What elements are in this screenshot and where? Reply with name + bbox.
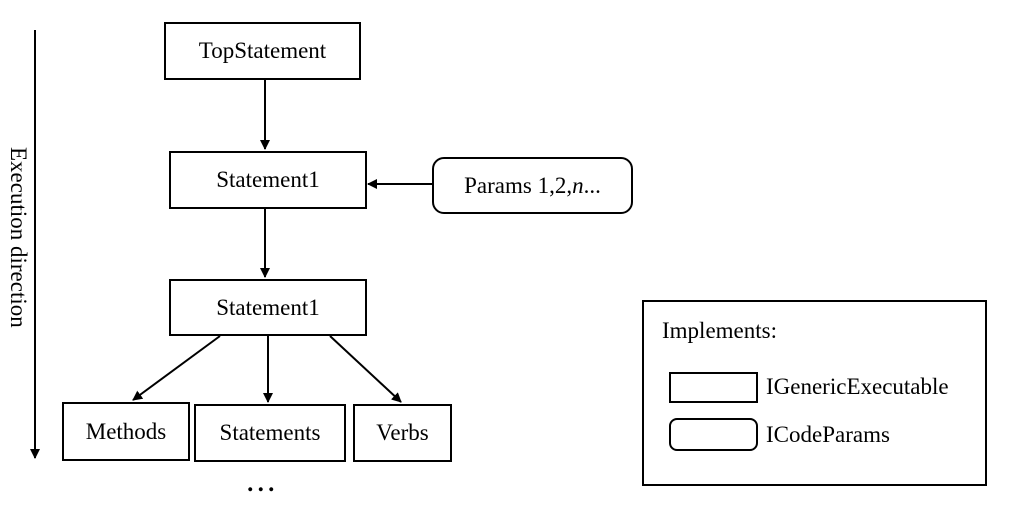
node-top-statement: TopStatement	[164, 22, 361, 80]
node-params: Params 1,2,n...	[432, 157, 633, 214]
params-suffix: ...	[583, 172, 601, 198]
legend: Implements: IGenericExecutable ICodePara…	[642, 300, 987, 486]
params-italic: n	[572, 172, 584, 198]
node-statements: Statements	[194, 404, 346, 462]
more-children-ellipsis: ...	[246, 462, 278, 499]
legend-label-generic-executable: IGenericExecutable	[766, 374, 949, 399]
node-statement1-second: Statement1	[169, 279, 367, 336]
legend-swatch-rectangle	[669, 372, 758, 403]
execution-direction-label: Execution direction	[6, 147, 31, 328]
edge-to-verbs	[329, 335, 402, 403]
node-verbs: Verbs	[353, 404, 452, 462]
params-prefix: Params 1,2,	[464, 172, 573, 198]
node-statement1: Statement1	[169, 151, 367, 209]
edge-to-methods	[132, 335, 221, 401]
node-methods: Methods	[62, 402, 190, 461]
legend-title: Implements:	[662, 318, 777, 343]
legend-swatch-rounded-rectangle	[669, 418, 758, 451]
legend-label-code-params: ICodeParams	[766, 422, 890, 447]
